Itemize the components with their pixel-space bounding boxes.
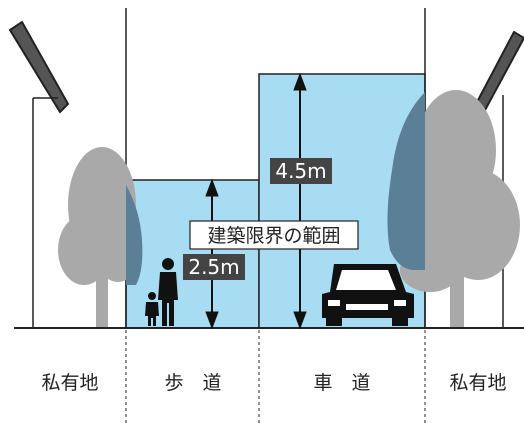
car-icon bbox=[322, 264, 414, 326]
roadway-height-arrow bbox=[293, 72, 307, 330]
right-tree bbox=[387, 90, 520, 328]
sidewalk-height-label: 2.5m bbox=[183, 254, 245, 280]
pedestrian-adult-icon bbox=[158, 258, 178, 326]
pedestrian-child-icon bbox=[145, 292, 159, 326]
zone-label-sidewalk: 歩 道 bbox=[164, 372, 221, 394]
left-tree-shadow bbox=[126, 185, 143, 285]
zone-label-private-left: 私有地 bbox=[41, 372, 98, 394]
roadway-height-text: 4.5m bbox=[275, 159, 326, 183]
clearance-callout-text: 建築限界の範囲 bbox=[207, 225, 340, 247]
roadway-height-label: 4.5m bbox=[270, 158, 332, 184]
right-tree-shadow bbox=[387, 92, 425, 270]
sidewalk-height-arrow bbox=[205, 178, 219, 330]
sidewalk-height-text: 2.5m bbox=[188, 255, 239, 279]
right-house-roof bbox=[474, 30, 524, 114]
left-tree bbox=[58, 147, 143, 328]
zone-label-roadway: 車 道 bbox=[313, 372, 370, 394]
left-house bbox=[8, 20, 70, 328]
clearance-callout: 建築限界の範囲 bbox=[189, 220, 359, 250]
left-house-roof bbox=[8, 20, 70, 114]
zone-label-private-right: 私有地 bbox=[449, 372, 506, 394]
